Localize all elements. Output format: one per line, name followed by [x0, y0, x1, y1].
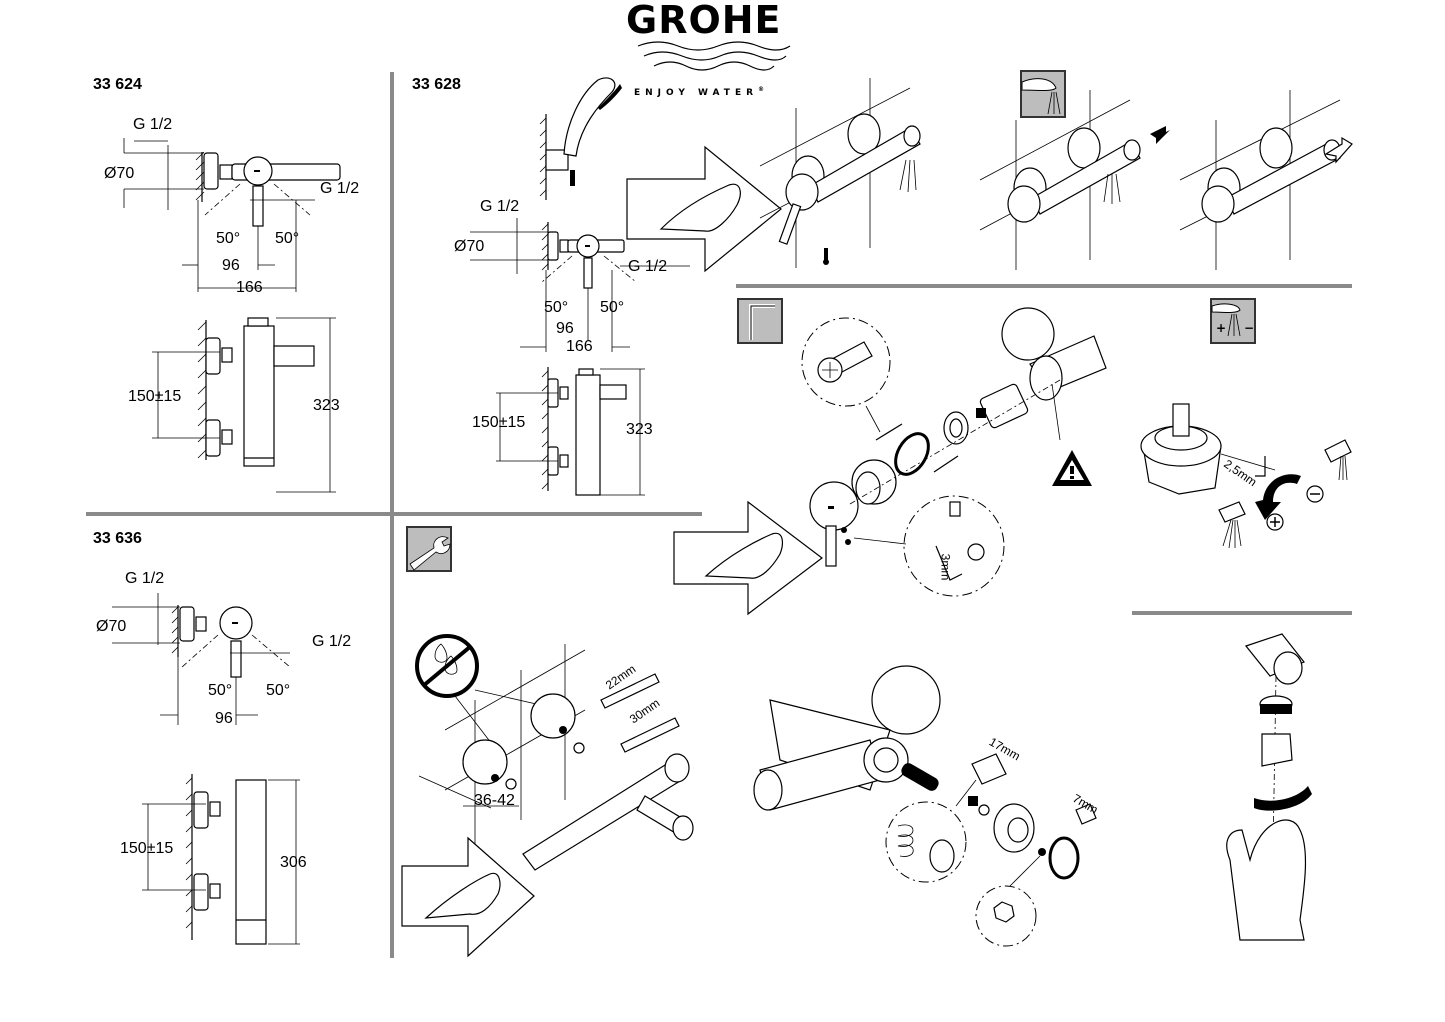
model-number-33636: 33 636: [93, 530, 142, 547]
maintenance-arrow-lever: [673, 500, 823, 616]
height-label-33636: 306: [280, 854, 307, 871]
offset-range-label: 36-42: [474, 792, 515, 809]
trademark-symbol: ®: [758, 86, 765, 93]
thread-label-top-33636: G 1/2: [125, 570, 165, 587]
installation-arrow-lever: [401, 836, 535, 958]
angle-left-label-33636: 50°: [208, 682, 233, 699]
width-inner-label-33636: 96: [215, 710, 233, 727]
spacing-label: 150±15: [128, 388, 182, 405]
height-label-33628: 323: [626, 421, 653, 438]
elevation-drawing-33624: [152, 317, 336, 493]
diameter-label-33628: Ø70: [454, 238, 485, 255]
brand-tagline: ENJOY WATER®: [634, 86, 764, 98]
operation-step-shower-diverter: [1179, 90, 1353, 270]
flow-plus-label: +: [1216, 321, 1226, 335]
operation-arrow-lever: [626, 145, 782, 273]
cartridge-exploded-view: [801, 307, 1107, 597]
brand-logo-waves: [637, 41, 791, 71]
operation-step-temperature: [759, 78, 921, 268]
plan-view-drawing-33628: [470, 218, 690, 352]
thread-label-top: G 1/2: [133, 116, 173, 133]
check-valve-exploded-view: [753, 665, 1097, 947]
diameter-label: Ø70: [104, 165, 135, 182]
plan-view-drawing-33624: [123, 138, 341, 292]
divider-horizontal-left: [86, 512, 702, 516]
wrench-icon: [406, 526, 452, 572]
angle-right-label: 50°: [275, 230, 300, 247]
flow-adjust-icon: + −: [1210, 298, 1256, 344]
model-number-33628: 33 628: [412, 76, 461, 93]
hex-key-icon: [737, 298, 783, 344]
elevation-drawing-33628: [496, 367, 645, 496]
width-inner-label: 96: [222, 257, 240, 274]
brand-logo-wordmark: GROHE: [626, 0, 782, 42]
temperature-limiter-illustration: [1140, 403, 1352, 549]
thread-label-side: G 1/2: [320, 180, 360, 197]
angle-left-label: 50°: [216, 230, 241, 247]
width-inner-label-33628: 96: [556, 320, 574, 337]
thread-label-side-33636: G 1/2: [312, 633, 352, 650]
width-outer-label: 166: [236, 279, 263, 296]
thread-label-top-33628: G 1/2: [480, 198, 520, 215]
aerator-cleaning-illustration: [1226, 633, 1312, 941]
flow-minus-label: −: [1244, 321, 1254, 335]
divider-horizontal-aerator: [1132, 611, 1352, 615]
model-number-33624: 33 624: [93, 76, 142, 93]
diameter-label-33636: Ø70: [96, 618, 127, 635]
height-label: 323: [313, 397, 340, 414]
plan-view-drawing-33636: [112, 593, 291, 725]
hand-shower-illustration: [539, 77, 622, 200]
spout-flow-icon: [1020, 70, 1066, 118]
tagline-text: ENJOY WATER: [634, 88, 759, 98]
angle-left-label-33628: 50°: [544, 299, 569, 316]
spacing-label-33636: 150±15: [120, 840, 174, 857]
spacing-label-33628: 150±15: [472, 414, 526, 431]
width-outer-label-33628: 166: [566, 338, 593, 355]
angle-right-label-33636: 50°: [266, 682, 291, 699]
installation-drawing: [415, 634, 694, 871]
set-screw-key-size: 3mm: [938, 553, 953, 581]
operation-step-bath-spout: [979, 90, 1170, 270]
divider-horizontal-right: [736, 284, 1352, 288]
elevation-drawing-33636: [142, 774, 300, 945]
thread-label-side-33628: G 1/2: [628, 258, 668, 275]
